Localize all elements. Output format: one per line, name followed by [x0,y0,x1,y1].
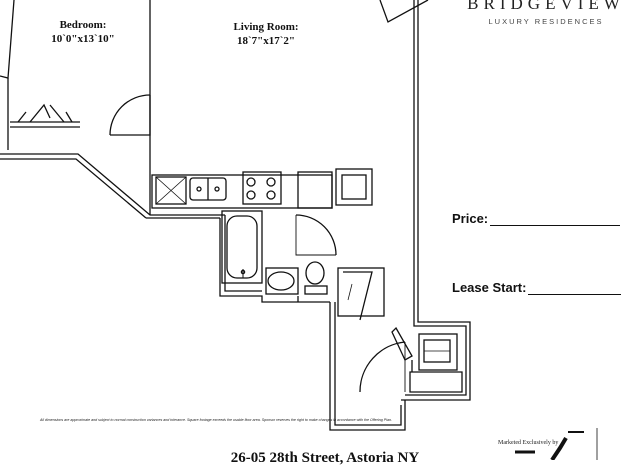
bedroom-name: Bedroom: [59,19,107,31]
living-room-name: Living Room: [233,21,299,33]
marketed-by: Marketed Exclusively by [498,440,559,446]
bedroom-door [109,94,151,136]
price-label: Price: [452,211,489,226]
lease-start-label: Lease Start: [452,280,527,295]
lease-start-line [528,294,621,295]
bedroom-dimensions: 10`0"x13`10" [51,33,115,45]
living-room-dimensions: 18`7"x17`2" [236,35,296,47]
disclaimer: All dimensions are approximate and subje… [40,418,392,422]
exterior-walls [0,0,471,431]
bathroom [221,210,337,302]
brand-name: BRIDGEVIEW [467,0,625,13]
brand-tagline: LUXURY RESIDENCES [488,17,604,26]
kitchen-counter [151,168,373,209]
coat-closet [337,267,385,321]
price-line [490,225,620,226]
entry-area [359,326,463,393]
address: 26-05 28th Street, Astoria NY [230,450,420,466]
broker-logo [515,428,598,460]
bedroom-label: Bedroom: 10`0"x13`10" [28,18,138,46]
living-room-label: Living Room: 18`7"x17`2" [211,20,321,48]
bedroom-closet [10,103,80,128]
